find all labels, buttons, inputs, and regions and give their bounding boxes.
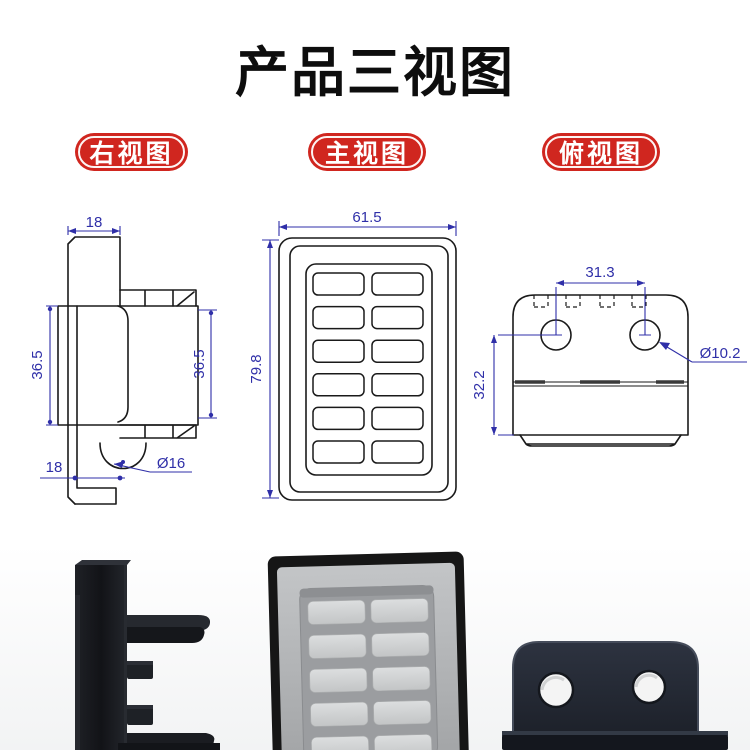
front-view-button-cell bbox=[312, 373, 365, 397]
photo-front-button-cell bbox=[371, 632, 430, 658]
photo-side-profile bbox=[75, 560, 220, 750]
dim-top-body-height: 32.2 bbox=[471, 370, 488, 399]
front-view-button-cell bbox=[312, 272, 365, 296]
photo-front-button-cell bbox=[374, 734, 433, 750]
label-top-view: 俯视图 bbox=[542, 133, 660, 171]
dim-right-bottom-offset: 18 bbox=[46, 459, 63, 476]
dim-right-notch-diameter: Ø16 bbox=[157, 455, 185, 472]
front-view-button-cell bbox=[371, 373, 424, 397]
dim-right-right-height: 36.5 bbox=[191, 349, 208, 378]
label-right-view-text: 右视图 bbox=[89, 140, 174, 168]
dim-right-top-width: 18 bbox=[86, 214, 103, 231]
dim-front-height: 79.8 bbox=[248, 354, 265, 383]
label-top-view-text: 俯视图 bbox=[558, 140, 643, 168]
top-view-drawing: 31.3 32.2 Ø10.2 bbox=[471, 264, 747, 447]
photo-front-button-cell bbox=[311, 735, 370, 750]
photo-front-button-cell bbox=[308, 633, 367, 659]
front-view-outline bbox=[278, 237, 457, 501]
right-view-dimensions: 18 36.5 36.5 18 Ø16 bbox=[29, 214, 217, 481]
photo-front-face bbox=[267, 551, 469, 750]
front-view-button-cell bbox=[312, 339, 365, 363]
dim-right-left-height: 36.5 bbox=[29, 350, 46, 379]
photo-mounting-bracket bbox=[502, 641, 728, 750]
photo-front-button-cell bbox=[307, 599, 366, 625]
bracket-part bbox=[502, 641, 728, 750]
right-view-outline bbox=[57, 236, 199, 505]
dim-top-hole-diameter: Ø10.2 bbox=[700, 345, 741, 362]
photo-front-button-cell bbox=[309, 667, 368, 693]
label-front-view: 主视图 bbox=[308, 133, 426, 171]
top-view-dimensions: 31.3 32.2 Ø10.2 bbox=[471, 264, 747, 436]
right-view-drawing: 18 36.5 36.5 18 Ø16 bbox=[29, 214, 217, 505]
photo-front-buttons bbox=[307, 598, 433, 750]
dim-top-hole-spacing: 31.3 bbox=[585, 264, 614, 281]
photo-front-button-cell bbox=[373, 700, 432, 726]
photo-front-button-cell bbox=[310, 701, 369, 727]
front-face-part bbox=[267, 551, 469, 750]
dim-front-width: 61.5 bbox=[352, 209, 381, 226]
label-right-view: 右视图 bbox=[75, 133, 188, 171]
front-view-button-cell bbox=[371, 339, 424, 363]
front-view-drawing: 61.5 79.8 bbox=[248, 209, 457, 501]
front-view-dimensions: 61.5 79.8 bbox=[248, 209, 457, 499]
top-view-outline bbox=[512, 294, 689, 447]
front-view-button-cell bbox=[312, 305, 365, 330]
front-view-button-cell bbox=[371, 406, 424, 431]
page-title: 产品三视图 bbox=[235, 43, 515, 103]
front-view-button-cell bbox=[371, 305, 424, 330]
photo-front-button-cell bbox=[372, 666, 431, 692]
front-view-button-cell bbox=[371, 272, 424, 296]
label-front-view-text: 主视图 bbox=[324, 140, 409, 168]
front-view-button-grid bbox=[312, 272, 424, 464]
front-view-button-cell bbox=[312, 406, 365, 431]
photo-front-button-cell bbox=[370, 598, 429, 624]
front-view-button-cell bbox=[371, 440, 424, 464]
side-profile-part bbox=[75, 560, 220, 750]
front-view-button-cell bbox=[312, 440, 365, 464]
